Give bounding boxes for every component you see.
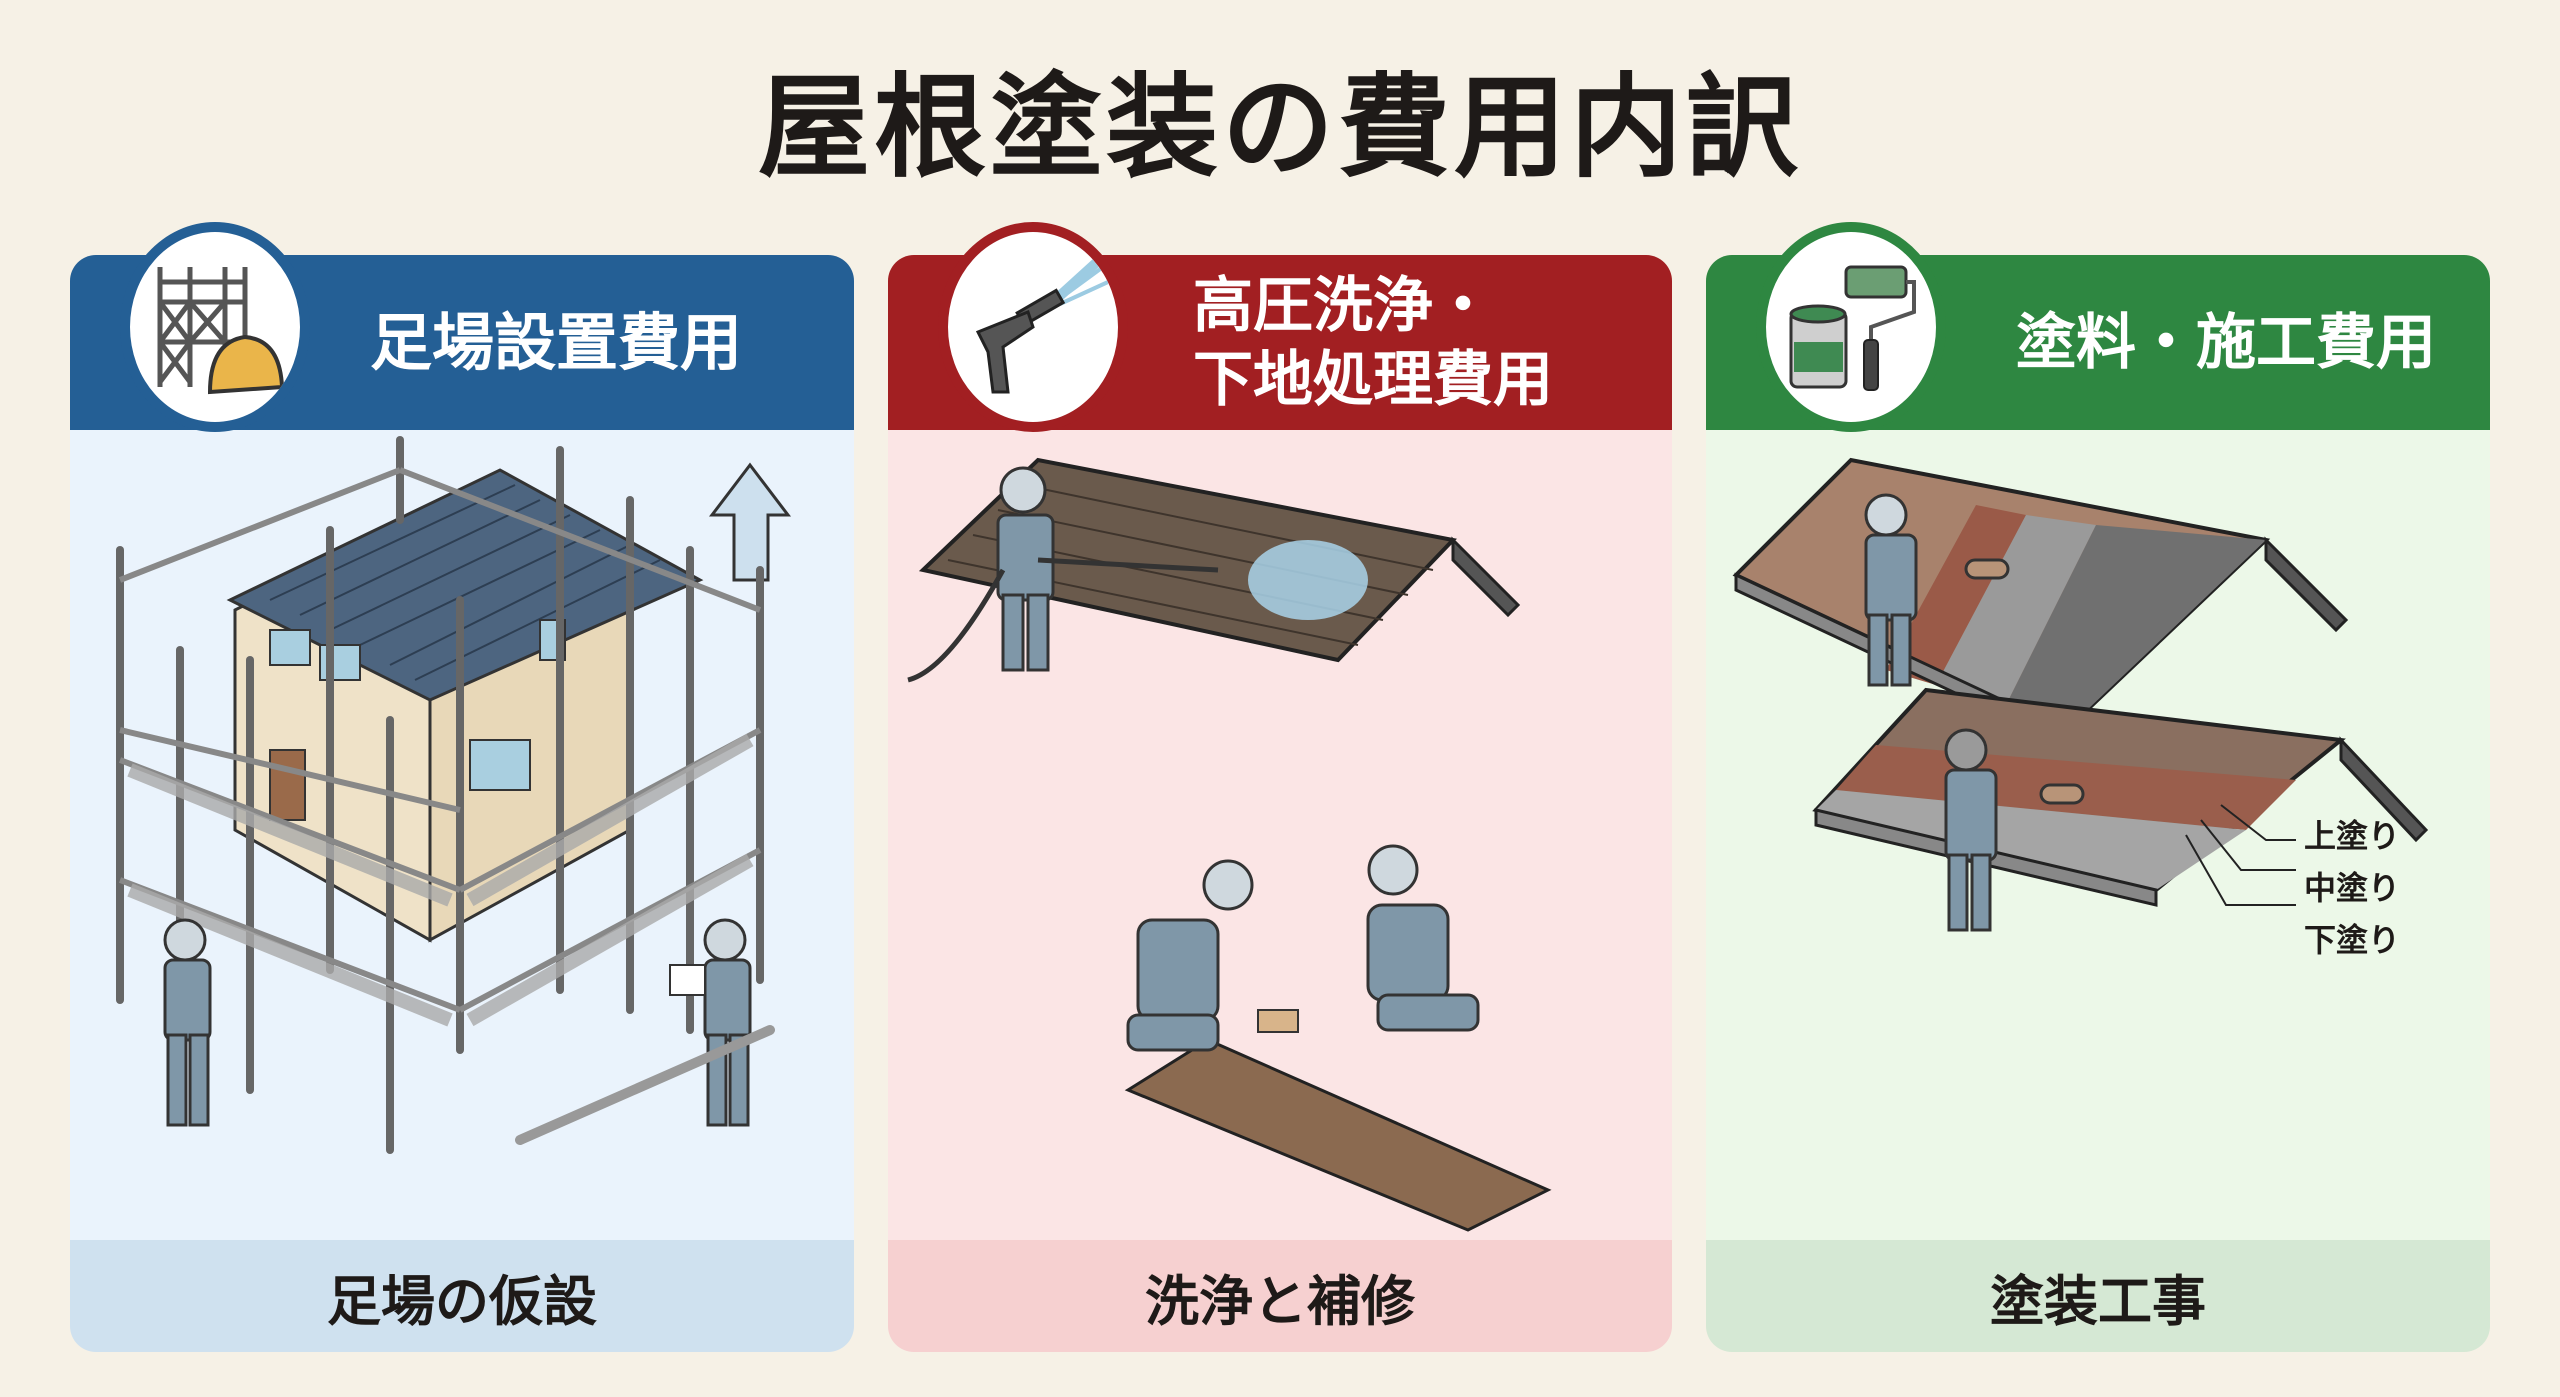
coating-layer-labels: 上塗り 中塗り 下塗り xyxy=(2304,810,2400,966)
panel-header-line1: 高圧洗浄・ xyxy=(1193,270,1493,341)
panel-body xyxy=(70,430,854,1240)
layer-label-bottom: 下塗り xyxy=(2304,921,2401,959)
page-title: 屋根塗装の費用内訳 xyxy=(758,63,1802,193)
layer-label-top: 上塗り xyxy=(2304,817,2401,855)
worker-right xyxy=(669,918,752,1127)
scaffold-helmet-icon xyxy=(120,222,310,432)
panel-footer: 塗装工事 xyxy=(1706,1240,2490,1352)
washing-repair-illustration xyxy=(907,457,1552,1232)
panel-header-title: 高圧洗浄・ 下地処理費用 xyxy=(1193,255,1642,430)
roof-painting-illustration xyxy=(1732,457,2429,932)
layer-label-middle: 中塗り xyxy=(2304,869,2401,907)
panel-body xyxy=(888,430,1672,1240)
panel-header-title: 塗料・施工費用 xyxy=(2016,307,2436,378)
panel-body: 上塗り 中塗り 下塗り xyxy=(1706,430,2490,1240)
panel-footer: 洗浄と補修 xyxy=(888,1240,1672,1352)
panel-footer: 足場の仮設 xyxy=(70,1240,854,1352)
panel-header-line2: 下地処理費用 xyxy=(1193,344,1553,415)
panel-header-title: 足場設置費用 xyxy=(370,305,743,379)
panel-washing: 高圧洗浄・ 下地処理費用 xyxy=(888,255,1672,1352)
worker-left xyxy=(163,918,212,1127)
paint-can-roller-icon xyxy=(1756,222,1946,432)
panel-scaffolding: 足場設置費用 xyxy=(70,255,854,1352)
house-scaffolding-illustration xyxy=(116,436,792,1154)
pressure-washer-icon xyxy=(938,222,1128,432)
panel-painting: 塗料・施工費用 xyxy=(1706,255,2490,1352)
